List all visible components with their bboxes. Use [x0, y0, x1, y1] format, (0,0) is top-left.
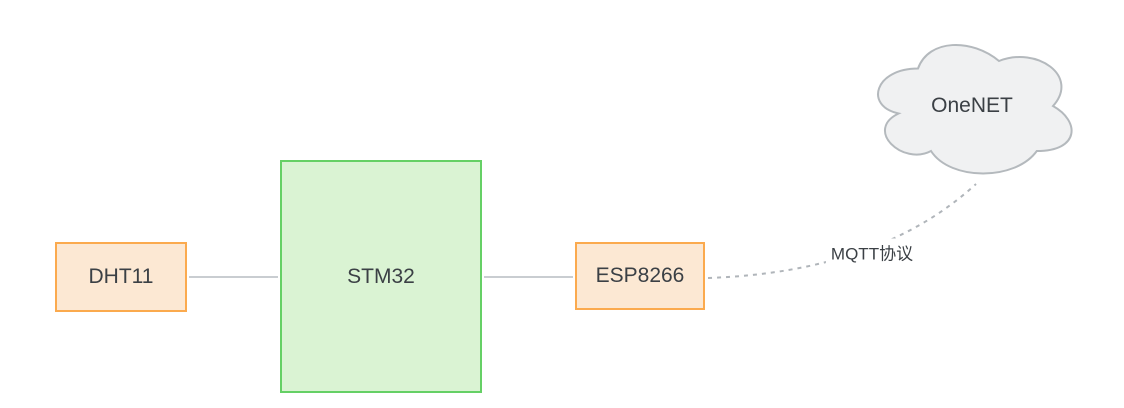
- node-dht11: DHT11: [55, 242, 187, 312]
- cloud-shape: [877, 43, 1073, 175]
- node-onenet-label: OneNET: [931, 94, 1013, 117]
- node-esp8266: ESP8266: [575, 242, 705, 310]
- node-dht11-label: DHT11: [88, 265, 154, 288]
- edge-label-mqtt: MQTT协议: [825, 238, 919, 266]
- node-onenet: OneNET: [864, 31, 1080, 181]
- node-esp8266-label: ESP8266: [595, 264, 685, 287]
- node-stm32-label: STM32: [347, 264, 415, 288]
- node-stm32: STM32: [280, 160, 482, 393]
